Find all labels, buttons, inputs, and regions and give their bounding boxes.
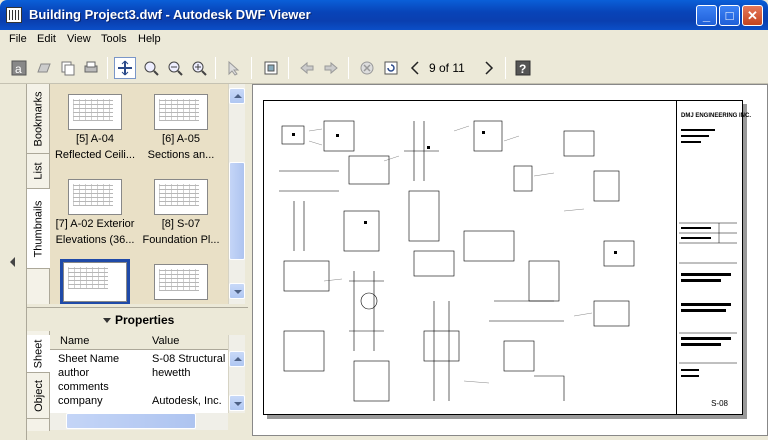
sheet-thumbnail[interactable] [60, 259, 130, 304]
zoom-icon[interactable] [164, 57, 186, 79]
title-block-lines [679, 129, 737, 377]
drawing-canvas[interactable]: DMJ ENGINEERING INC. S-08 [252, 84, 768, 436]
page-indicator: 9 of 11 [429, 61, 465, 75]
thumbnail-label: [7] A-02 Exterior [55, 218, 135, 230]
text-tool-icon[interactable]: a [8, 57, 30, 79]
thumbnail-label: Reflected Ceili... [54, 149, 136, 161]
column-value-header[interactable]: Value [152, 335, 180, 347]
title-block: DMJ ENGINEERING INC. S-08 [676, 101, 751, 414]
sheet-thumbnail[interactable] [154, 264, 208, 300]
pan-icon[interactable] [114, 57, 136, 79]
thumbnail-label: Foundation Pl... [142, 234, 220, 246]
dwf-app-icon[interactable] [6, 7, 22, 23]
property-value: hewetth [152, 367, 191, 379]
property-value: Autodesk, Inc. [152, 395, 222, 407]
thumbnail-item-selected[interactable] [52, 259, 138, 304]
scroll-down-button[interactable] [229, 395, 245, 411]
properties-title: Properties [115, 313, 175, 327]
property-value: S-08 Structural [152, 353, 226, 365]
title-bar: Building Project3.dwf - Autodesk DWF Vie… [0, 0, 768, 30]
thumbnail-item[interactable]: [5] A-04 Reflected Ceili... [52, 94, 138, 162]
drawing-sheet[interactable]: DMJ ENGINEERING INC. S-08 [263, 100, 751, 415]
minimize-button[interactable]: _ [696, 5, 717, 26]
thumbnail-label: [6] A-05 [162, 133, 200, 145]
collapse-down-icon[interactable] [103, 318, 111, 323]
property-row[interactable]: company Autodesk, Inc. [50, 395, 228, 409]
thumbnail-item[interactable]: [8] S-07 Foundation Pl... [138, 179, 224, 247]
sheet-thumbnail[interactable] [154, 94, 208, 130]
svg-text:a: a [15, 62, 22, 76]
tab-bookmarks[interactable]: Bookmarks [27, 84, 50, 154]
properties-tabs: Sheet Object [27, 331, 50, 431]
zoom-rectangle-icon[interactable] [140, 57, 162, 79]
property-name: Sheet Name [58, 353, 120, 365]
svg-text:?: ? [519, 62, 526, 76]
menu-file[interactable]: File [9, 33, 27, 45]
select-arrow-icon[interactable] [222, 57, 244, 79]
thumbnail-scrollbar[interactable] [228, 84, 245, 304]
properties-scrollbar[interactable] [228, 335, 245, 413]
fit-to-window-icon[interactable] [188, 57, 210, 79]
window-title: Building Project3.dwf - Autodesk DWF Vie… [29, 7, 311, 22]
scroll-up-button[interactable] [229, 88, 245, 104]
thumbnail-panel: [5] A-04 Reflected Ceili... [6] A-05 Sec… [50, 84, 228, 304]
tab-thumbnails[interactable]: Thumbnails [27, 189, 50, 269]
panel-collapse-strip[interactable] [0, 84, 27, 440]
menu-tools[interactable]: Tools [101, 33, 127, 45]
help-icon[interactable]: ? [512, 57, 534, 79]
toolbar: a 9 of 11 ? [0, 51, 768, 84]
next-page-icon[interactable] [478, 57, 500, 79]
maximize-button[interactable]: □ [719, 5, 740, 26]
thumbnail-label: [8] S-07 [161, 218, 201, 230]
column-name-header[interactable]: Name [60, 335, 90, 347]
scroll-up-button[interactable] [229, 351, 245, 367]
thumbnail-label: Sections an... [147, 149, 215, 161]
open-icon[interactable] [33, 57, 55, 79]
property-name: company [58, 395, 103, 407]
scroll-down-button[interactable] [229, 283, 245, 299]
structural-details-drawing [279, 120, 635, 402]
copy-icon[interactable] [57, 57, 79, 79]
stop-icon[interactable] [356, 57, 378, 79]
sheet-thumbnail[interactable] [68, 179, 122, 215]
properties-header-row: Name Value [50, 335, 228, 350]
forward-arrow-icon[interactable] [320, 57, 342, 79]
property-row[interactable]: Sheet Name S-08 Structural [50, 353, 228, 367]
tab-object[interactable]: Object [27, 373, 50, 419]
refresh-icon[interactable] [380, 57, 402, 79]
print-icon[interactable] [80, 57, 102, 79]
previous-page-icon[interactable] [404, 57, 426, 79]
thumbnail-label: Elevations (36... [55, 234, 135, 246]
close-button[interactable]: ✕ [742, 5, 763, 26]
thumbnail-item[interactable]: [6] A-05 Sections an... [138, 94, 224, 162]
thumbnail-item[interactable] [138, 264, 224, 300]
menu-view[interactable]: View [67, 33, 91, 45]
property-row[interactable]: comments [50, 381, 228, 395]
navigation-tabs: Bookmarks List Thumbnails [27, 84, 50, 304]
page-setup-icon[interactable] [260, 57, 282, 79]
scroll-thumb[interactable] [66, 413, 196, 429]
property-name: comments [58, 381, 109, 393]
collapse-left-icon[interactable] [10, 257, 15, 267]
thumbnail-label: [5] A-04 [76, 133, 114, 145]
menu-edit[interactable]: Edit [37, 33, 56, 45]
properties-grid: Name Value Sheet Name S-08 Structural au… [50, 335, 228, 413]
sheet-number: S-08 [711, 399, 728, 408]
property-row[interactable]: author hewetth [50, 367, 228, 381]
sheet-thumbnail[interactable] [68, 94, 122, 130]
thumbnail-item[interactable]: [7] A-02 Exterior Elevations (36... [52, 179, 138, 247]
properties-header[interactable]: Properties [27, 307, 248, 331]
tab-sheet[interactable]: Sheet [27, 335, 50, 373]
menu-bar: File Edit View Tools Help [0, 30, 768, 50]
scroll-thumb[interactable] [229, 162, 245, 260]
company-name: DMJ ENGINEERING INC. [681, 113, 752, 119]
properties-horizontal-scrollbar[interactable] [50, 413, 228, 430]
property-name: author [58, 367, 90, 379]
tab-list[interactable]: List [27, 154, 50, 189]
menu-help[interactable]: Help [138, 33, 161, 45]
back-arrow-icon[interactable] [296, 57, 318, 79]
sheet-thumbnail[interactable] [154, 179, 208, 215]
